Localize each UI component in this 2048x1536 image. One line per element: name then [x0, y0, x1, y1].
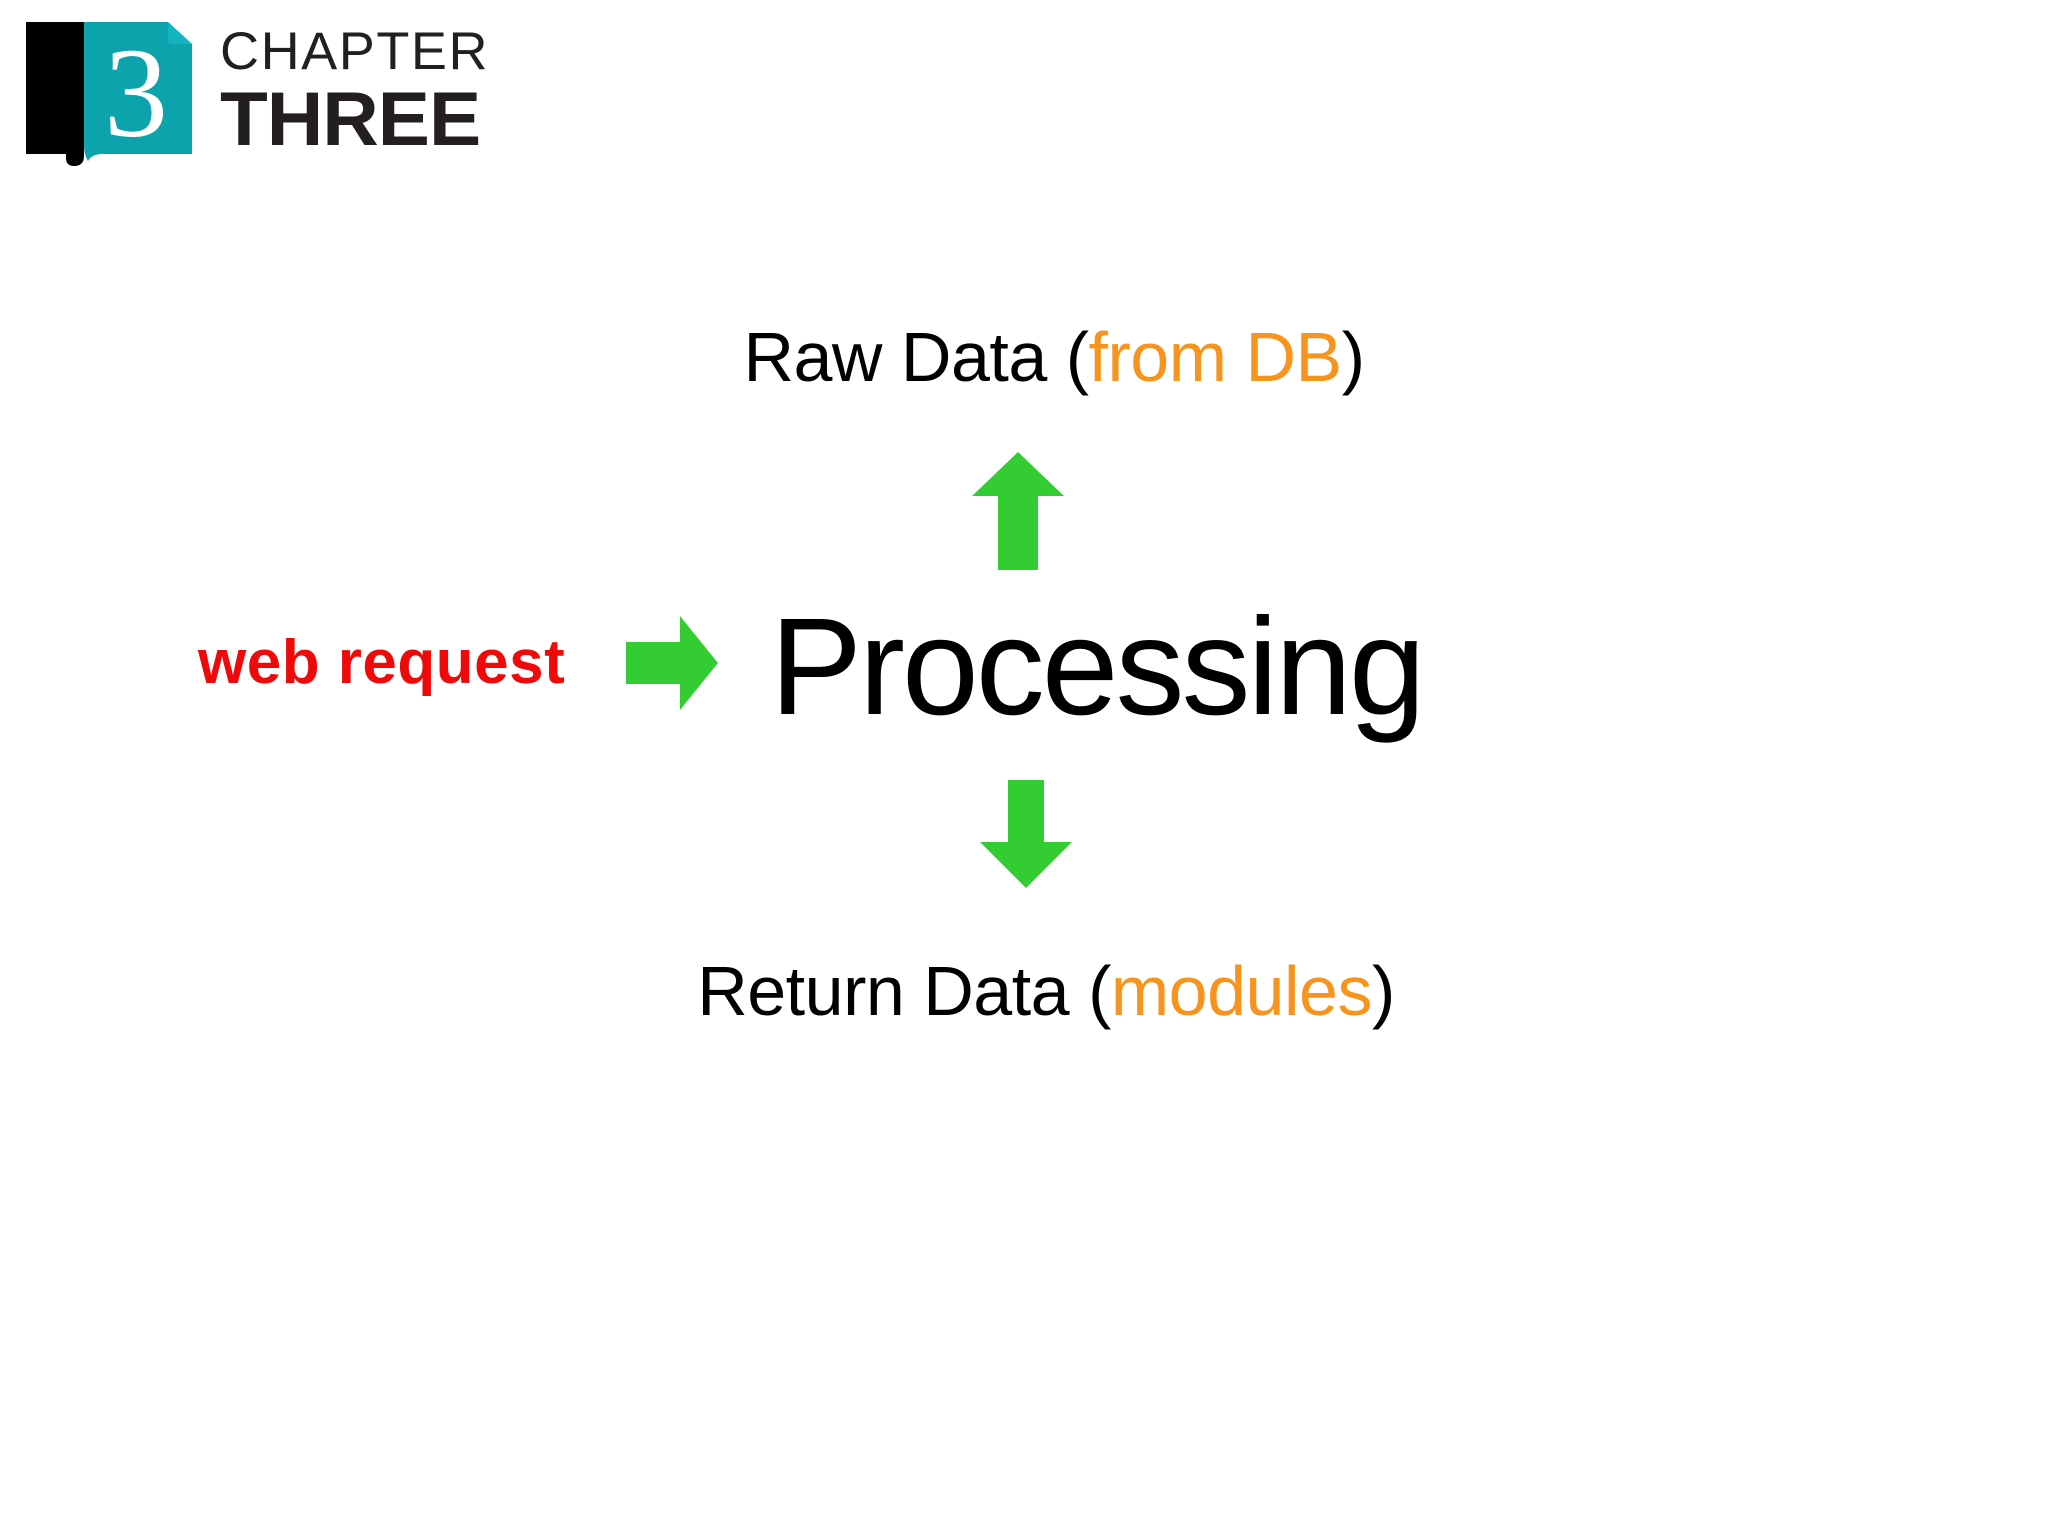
chapter-three-logo: 3 CHAPTER THREE [24, 18, 544, 168]
raw-data-prefix: Raw Data ( [743, 318, 1089, 396]
svg-text:3: 3 [104, 22, 168, 164]
arrow-down-icon [980, 780, 1072, 888]
raw-data-accent: from DB [1088, 318, 1343, 396]
logo-line-chapter: CHAPTER [220, 22, 490, 81]
logo-wordmark: CHAPTER THREE [220, 24, 540, 164]
logo-line-three: THREE [220, 77, 481, 162]
book-three-mark-icon: 3 [24, 18, 214, 166]
raw-data-label: Raw Data (from DB) [30, 318, 2048, 396]
return-data-label: Return Data (modules) [22, 952, 2048, 1030]
return-data-suffix: ) [1371, 952, 1395, 1030]
arrow-up-icon [972, 452, 1064, 570]
return-data-prefix: Return Data ( [697, 952, 1111, 1030]
web-request-label: web request [198, 628, 566, 697]
arrow-right-icon [626, 616, 718, 710]
processing-label: Processing [770, 590, 1426, 744]
return-data-accent: modules [1110, 952, 1373, 1030]
raw-data-suffix: ) [1341, 318, 1365, 396]
